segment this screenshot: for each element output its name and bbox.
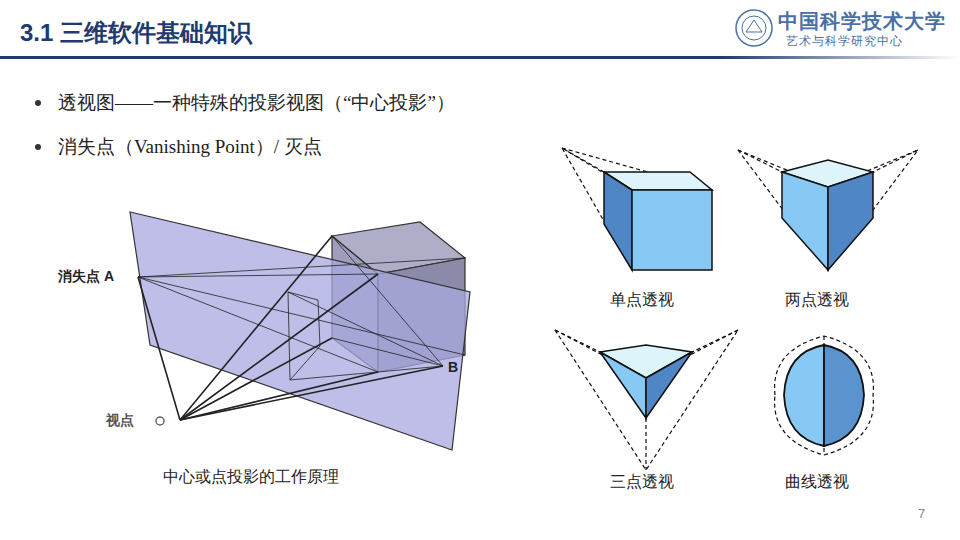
bullet-dots xyxy=(35,100,41,150)
figure-label: 曲线透视 xyxy=(785,472,849,493)
logo-subtitle: 艺术与科学研究中心 xyxy=(786,33,903,50)
figure-label: 单点透视 xyxy=(610,290,674,311)
logo-name: 中国科学技术大学 xyxy=(778,8,946,35)
point-label: 视点 xyxy=(106,412,134,430)
picture-plane xyxy=(130,212,470,450)
two-point-figure xyxy=(738,150,918,270)
bullet-text: 透视图——一种特殊的投影视图（“中心投影”） xyxy=(58,90,455,116)
projector-lines xyxy=(138,236,465,420)
viewpoint-marker xyxy=(156,417,164,425)
bullet-text: 消失点（Vanishing Point）/ 灭点 xyxy=(58,134,322,160)
page-number: 7 xyxy=(918,506,925,521)
point-label: B xyxy=(448,359,458,375)
title-rule xyxy=(0,56,960,59)
three-point-figure xyxy=(555,330,738,470)
logo-seal xyxy=(736,10,772,46)
figure-label: 两点透视 xyxy=(785,290,849,311)
one-point-figure xyxy=(562,148,712,270)
point-label: 消失点 A xyxy=(58,268,114,286)
slide-title: 3.1 三维软件基础知识 xyxy=(20,17,252,49)
figure-caption: 中心或点投影的工作原理 xyxy=(163,467,339,488)
curve-figure xyxy=(775,336,874,455)
figure-label: 三点透视 xyxy=(610,472,674,493)
